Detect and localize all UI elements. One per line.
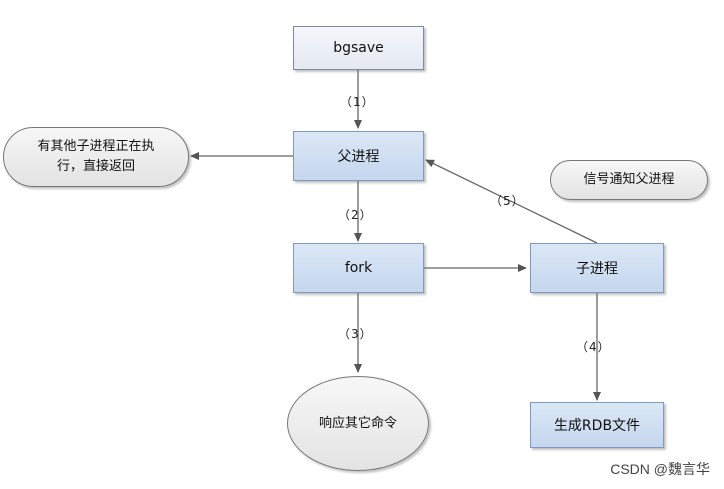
node-respond-commands: 响应其它命令 (287, 376, 429, 471)
step-label-1: （1） (340, 95, 375, 109)
node-generate-rdb-label: 生成RDB文件 (553, 418, 641, 434)
node-signal-parent-label: 信号通知父进程 (583, 172, 675, 187)
step-label-4: （4） (576, 340, 611, 354)
node-parent-process-label: 父进程 (337, 149, 380, 165)
node-child-process-label: 子进程 (576, 261, 618, 277)
step-label-5: （5） (490, 194, 525, 208)
node-fork-label: fork (344, 260, 373, 276)
watermark: CSDN @魏言华 (610, 461, 710, 477)
node-child-process: 子进程 (530, 243, 664, 293)
node-respond-commands-label: 响应其它命令 (318, 415, 397, 431)
arrow-child-to-parent (425, 159, 598, 244)
step-label-3: （3） (338, 327, 373, 341)
node-bgsave: bgsave (293, 26, 424, 70)
node-fork: fork (293, 243, 424, 293)
node-generate-rdb: 生成RDB文件 (530, 402, 664, 448)
node-other-child-running: 有其他子进程正在执 行，直接返回 (3, 127, 189, 187)
step-label-2: （2） (338, 208, 373, 222)
node-other-child-running-label: 有其他子进程正在执 行，直接返回 (37, 139, 155, 174)
node-parent-process: 父进程 (293, 131, 424, 181)
node-bgsave-label: bgsave (333, 40, 384, 56)
node-signal-parent: 信号通知父进程 (550, 160, 708, 200)
